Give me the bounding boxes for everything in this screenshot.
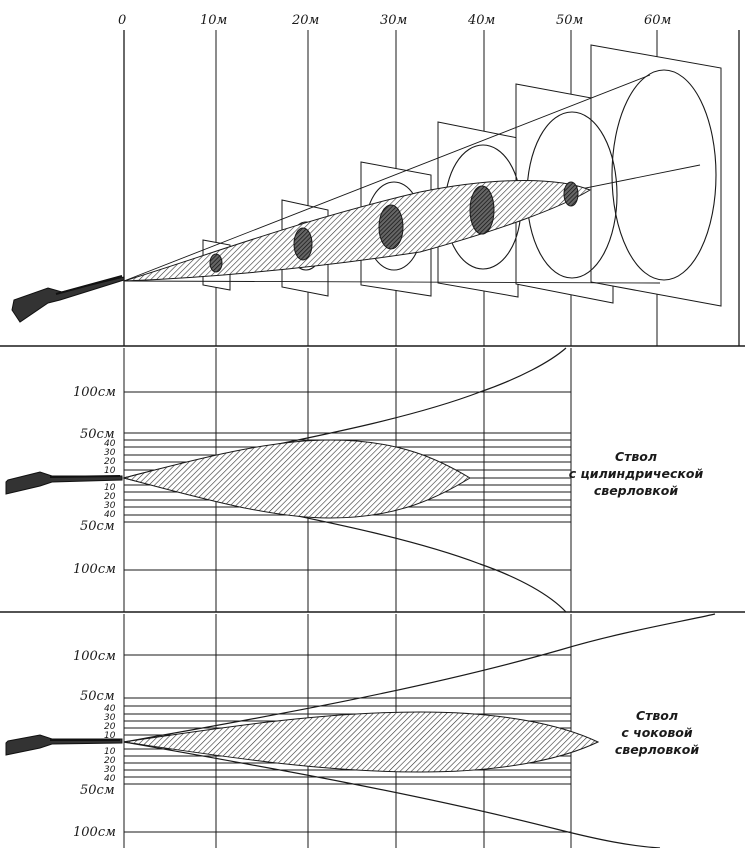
choke-spread-zone — [123, 711, 600, 773]
cyl-caption-line-3: сверловкой — [594, 483, 678, 498]
choke-bore-panel: 100см 50см 40 30 20 10 10 20 30 40 50см … — [5, 613, 716, 848]
distance-label-40: 40м — [467, 13, 495, 28]
distance-label-0: 0 — [118, 13, 126, 28]
cyl-tick-30-upper: 30 — [104, 448, 116, 458]
cyl-tick-20-lower: 20 — [104, 492, 116, 502]
choke-label-100-upper: 100см — [73, 649, 116, 664]
choke-tick-10-upper: 10 — [104, 731, 116, 741]
distance-label-30: 30м — [380, 13, 407, 28]
rifle-icon-choke — [5, 734, 123, 756]
cyl-tick-30-lower: 30 — [104, 501, 116, 511]
choke-tick-20-lower: 20 — [104, 756, 116, 766]
distance-label-20: 20м — [291, 13, 319, 28]
choke-caption-line-1: Ствол — [636, 708, 678, 723]
choke-label-50-upper: 50см — [80, 689, 115, 704]
distance-label-10: 10м — [200, 13, 227, 28]
choke-label-50-lower: 50см — [80, 783, 115, 798]
distance-label-60: 60м — [644, 13, 671, 28]
choke-tick-30-lower: 30 — [104, 765, 116, 775]
choke-label-100-lower: 100см — [73, 825, 116, 840]
cyl-tick-40-lower: 40 — [104, 510, 116, 520]
choke-tick-30-upper: 30 — [104, 713, 116, 723]
cyl-label-50-upper: 50см — [80, 427, 115, 442]
choke-tick-10-lower: 10 — [104, 747, 116, 757]
rifle-icon-top — [11, 275, 125, 323]
distance-label-50: 50м — [556, 13, 583, 28]
cyl-label-50-lower: 50см — [80, 519, 115, 534]
cyl-tick-10-lower: 10 — [104, 483, 116, 493]
cyl-label-100-upper: 100см — [73, 385, 116, 400]
cyl-caption-line-1: Ствол — [615, 449, 657, 464]
perspective-panel: 0 10м 20м 30м 40м 50м 60м — [0, 13, 745, 347]
cyl-label-100-lower: 100см — [73, 562, 116, 577]
choke-tick-40-upper: 40 — [104, 704, 116, 714]
choke-tick-20-upper: 20 — [104, 722, 116, 732]
cyl-tick-10-upper: 10 — [104, 466, 116, 476]
rifle-icon-cylinder — [5, 471, 123, 495]
choke-tick-40-lower: 40 — [104, 774, 116, 784]
cylinder-spread-zone — [122, 439, 471, 519]
cylinder-bore-panel: 100см 50см 40 30 20 10 10 20 30 40 50см … — [0, 347, 745, 613]
cyl-tick-40-upper: 40 — [104, 439, 116, 449]
cyl-tick-20-upper: 20 — [104, 457, 116, 467]
cyl-caption-line-2: с цилиндрической — [569, 466, 704, 481]
choke-caption-line-2: с чоковой — [621, 725, 693, 740]
choke-caption-line-3: сверловкой — [615, 742, 699, 757]
